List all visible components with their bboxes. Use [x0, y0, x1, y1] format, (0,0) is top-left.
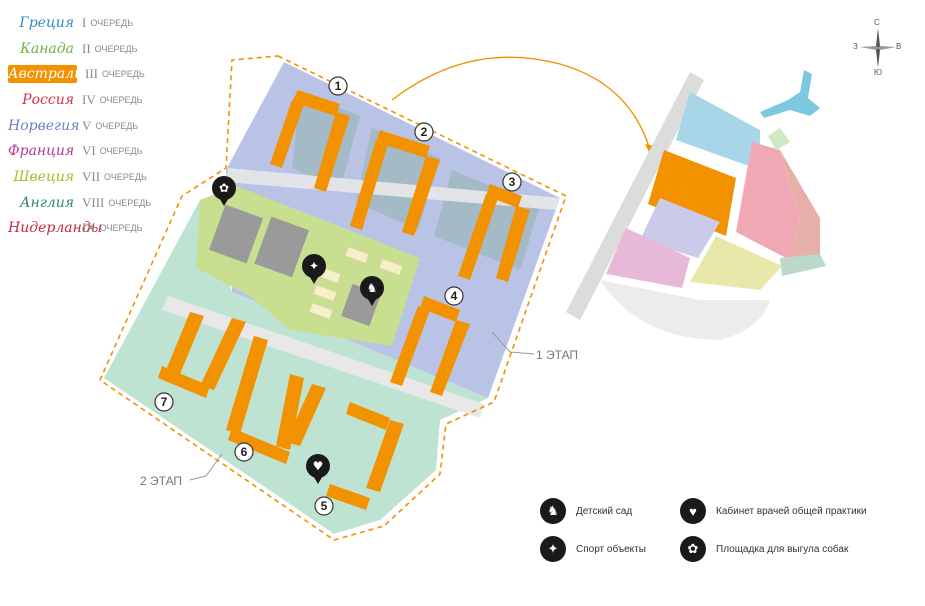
queue-label: ОЧЕРЕДЬ: [95, 120, 139, 131]
compass-south: Ю: [874, 68, 883, 77]
building-marker-5[interactable]: 5: [314, 496, 334, 516]
legend-sport: ✦ Спорт объекты: [540, 536, 646, 562]
building-marker-3[interactable]: 3: [502, 172, 522, 192]
queue-label: ОЧЕРЕДЬ: [102, 69, 145, 80]
compass: С Ю З В: [848, 18, 908, 78]
doctor-icon: ♥: [680, 498, 706, 524]
queue-label: ОЧЕРЕДЬ: [90, 17, 134, 28]
building-number: 4: [451, 289, 458, 303]
site-boundary: [98, 55, 567, 541]
quarter-name: Австралия: [8, 65, 93, 84]
building-marker-2[interactable]: 2: [414, 122, 434, 142]
building-marker-6[interactable]: 6: [234, 442, 254, 462]
sport-pin[interactable]: ✦: [302, 254, 326, 284]
legend-dog-park: ✿ Площадка для выгула собак: [680, 536, 848, 562]
dog-icon: ✿: [680, 536, 706, 562]
compass-north: С: [874, 18, 880, 27]
queue-label: ОЧЕРЕДЬ: [99, 223, 143, 234]
queue-number: VII: [82, 168, 101, 184]
building-number: 5: [321, 499, 328, 513]
queue-label: ОЧЕРЕДЬ: [99, 94, 143, 105]
queue-label: ОЧЕРЕДЬ: [108, 197, 152, 208]
building-marker-1[interactable]: 1: [328, 76, 348, 96]
kindergarten-pin[interactable]: ♞: [360, 276, 384, 306]
buildings-stage-1: [270, 90, 530, 396]
building-number: 2: [421, 125, 428, 139]
dog-icon: ✿: [219, 181, 229, 195]
overview-map: [566, 70, 826, 340]
quarter-name: Канада: [20, 40, 74, 57]
queue-number: II: [82, 40, 91, 56]
kindergarten-icon: ♞: [540, 498, 566, 524]
sport-icon: ✦: [540, 536, 566, 562]
quarter-name: Россия: [22, 91, 74, 108]
queue-number: VI: [82, 143, 96, 159]
building-number: 6: [241, 445, 248, 459]
compass-east: В: [896, 42, 902, 51]
building-marker-4[interactable]: 4: [444, 286, 464, 306]
buildings-stage-2: [158, 312, 404, 510]
facilities-legend: ♞ Детский сад ♥ Кабинет врачей общей пра…: [540, 494, 920, 574]
quarter-name: Швеция: [13, 168, 74, 185]
stage-2-label: 2 ЭТАП: [140, 474, 183, 488]
quarter-name: Франция: [8, 143, 75, 160]
doctor-pin[interactable]: ♥: [306, 454, 330, 484]
doctor-icon: ♥: [313, 459, 324, 473]
building-number: 7: [161, 395, 168, 409]
queue-label: ОЧЕРЕДЬ: [94, 43, 138, 54]
compass-west: З: [853, 42, 858, 51]
compass-rose-icon: [860, 28, 896, 68]
queue-number: IV: [82, 91, 96, 107]
queue-number: I: [82, 14, 87, 30]
legend-doctor: ♥ Кабинет врачей общей практики: [680, 498, 867, 524]
stage-1-label: 1 ЭТАП: [536, 348, 579, 362]
building-number: 3: [509, 175, 516, 189]
queue-number: IX: [82, 220, 96, 236]
queue-number: VIII: [82, 194, 105, 210]
building-number: 1: [335, 79, 342, 93]
legend-kindergarten: ♞ Детский сад: [540, 498, 632, 524]
queue-label: ОЧЕРЕДЬ: [99, 146, 143, 157]
building-marker-7[interactable]: 7: [154, 392, 174, 412]
quarter-name: Греция: [19, 14, 74, 31]
quarter-name: Норвегия: [8, 117, 80, 134]
kindergarten-icon: ♞: [367, 281, 378, 295]
dog-park-pin[interactable]: ✿: [212, 176, 236, 206]
queue-number: V: [82, 117, 92, 133]
sport-icon: ✦: [309, 259, 319, 273]
queue-number: III: [85, 66, 98, 82]
quarter-name: Англия: [19, 194, 74, 211]
queue-label: ОЧЕРЕДЬ: [104, 171, 147, 182]
stage-arrow: [391, 56, 651, 151]
